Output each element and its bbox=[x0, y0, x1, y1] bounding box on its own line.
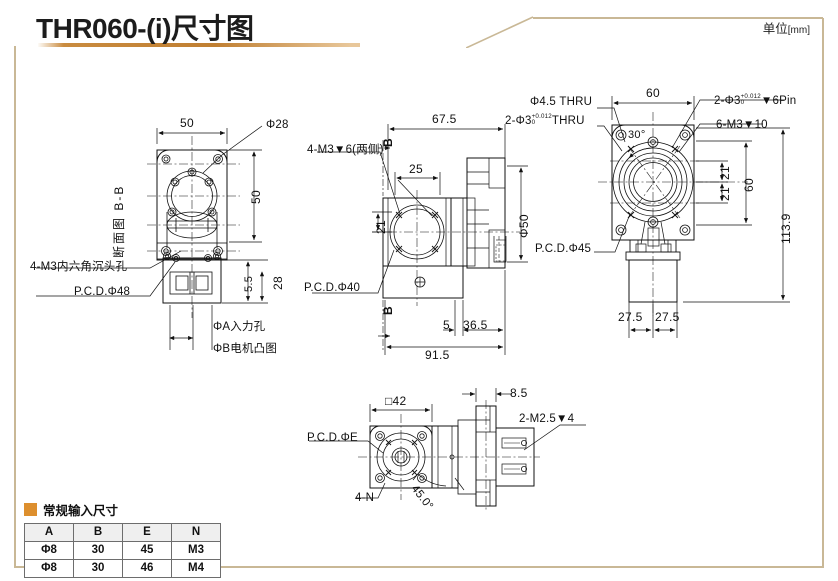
bottom-dim-sq42: □42 bbox=[385, 394, 407, 408]
spec-table: A B E N Φ8 30 45 M3 Φ8 30 46 M4 bbox=[24, 523, 221, 578]
left-view-dimensions bbox=[36, 125, 268, 350]
spec-table-wrap: 常规输入尺寸 A B E N Φ8 30 45 M3 Φ8 bbox=[24, 500, 221, 578]
left-dim-width-50: 50 bbox=[180, 116, 194, 130]
mid-dim-25: 25 bbox=[409, 162, 423, 176]
frame-left-border bbox=[14, 46, 16, 566]
left-callout-input-hole: ΦA入力孔 bbox=[213, 321, 266, 333]
pin-tol-upper: +0.012 bbox=[740, 93, 761, 100]
frame-right-border bbox=[822, 18, 824, 567]
cell-e: 45 bbox=[122, 541, 172, 560]
right-callout-2-phi3-prefix: 2-Φ3 bbox=[505, 115, 532, 128]
cell-n: M3 bbox=[171, 541, 221, 560]
cell-b: 30 bbox=[73, 559, 123, 578]
right-dim-21-bottom: 21 bbox=[718, 187, 732, 201]
unit-prefix: 单位 bbox=[762, 22, 788, 36]
col-header-b: B bbox=[73, 523, 123, 542]
frame-diagonal-accent bbox=[466, 16, 534, 48]
cell-n: M4 bbox=[171, 559, 221, 578]
right-callout-pin-suffix: ▼6Pin bbox=[760, 95, 797, 108]
left-callout-motor-boss: ΦB电机凸图 bbox=[213, 343, 278, 355]
mid-section-mark-bottom: B bbox=[381, 306, 395, 315]
cell-e: 46 bbox=[122, 559, 172, 578]
frame-bottom-border bbox=[14, 566, 824, 568]
col-header-a: A bbox=[24, 523, 74, 542]
mid-dim-36-5: 36.5 bbox=[463, 318, 488, 332]
pin-tol-lower: 0 bbox=[740, 99, 745, 107]
cell-a: Φ8 bbox=[24, 559, 74, 578]
left-dim-height-50: 50 bbox=[249, 190, 263, 204]
left-dim-5-5: 5.5 bbox=[243, 275, 255, 292]
right-dim-21-top: 21 bbox=[718, 166, 732, 180]
middle-view-geometry bbox=[382, 157, 507, 299]
mid-dim-21: 21 bbox=[374, 220, 388, 234]
table-row: Φ8 30 46 M4 bbox=[24, 559, 221, 578]
unit-label: 单位[mm] bbox=[763, 18, 810, 37]
tol-upper: +0.012 bbox=[531, 113, 552, 120]
right-callout-pcd45: P.C.D.Φ45 bbox=[535, 243, 592, 255]
right-dim-angle-30: 30° bbox=[628, 129, 646, 141]
right-view-centerlines bbox=[598, 112, 748, 316]
mid-dim-dia50: Φ50 bbox=[517, 214, 531, 238]
bottom-dim-8-5: 8.5 bbox=[510, 386, 528, 400]
right-callout-pin-prefix: 2-Φ3 bbox=[714, 95, 741, 108]
cell-a: Φ8 bbox=[24, 541, 74, 560]
unit-value: [mm] bbox=[787, 25, 810, 36]
col-header-n: N bbox=[171, 523, 221, 542]
middle-view-centerlines bbox=[372, 190, 520, 306]
right-dim-60-height: 60 bbox=[742, 178, 756, 192]
spec-table-title: 常规输入尺寸 bbox=[43, 504, 119, 518]
left-callout-countersink: 4-M3内六角沉头孔 bbox=[30, 261, 128, 273]
bottom-view-dimensions bbox=[309, 388, 586, 499]
bottom-callout-tap-2-m25: 2-M2.5▼4 bbox=[519, 413, 575, 425]
right-dim-60-width: 60 bbox=[646, 86, 660, 100]
right-callout-tap-6-m3: 6-M3▼10 bbox=[716, 119, 768, 131]
mid-dim-91-5: 91.5 bbox=[425, 348, 450, 362]
left-view-centerlines bbox=[147, 136, 240, 318]
tol-lower: 0 bbox=[531, 119, 536, 127]
left-section-label: 断面图 B-B bbox=[112, 184, 126, 258]
right-dim-113-9: 113.9 bbox=[779, 213, 793, 244]
bottom-view-centerlines bbox=[358, 400, 540, 512]
frame-top-border bbox=[533, 17, 823, 19]
mid-callout-pcd40: P.C.D.Φ40 bbox=[304, 282, 361, 294]
table-row: Φ8 30 45 M3 bbox=[24, 541, 221, 560]
title-underline bbox=[38, 43, 360, 47]
right-dim-27-5-right: 27.5 bbox=[655, 310, 680, 324]
bottom-callout-4-n: 4-N bbox=[355, 492, 375, 504]
right-dim-27-5-left: 27.5 bbox=[618, 310, 643, 324]
left-callout-dia28: Φ28 bbox=[266, 119, 289, 131]
mid-callout-tap-m3: 4-M3▼6(两侧) bbox=[307, 144, 384, 156]
right-callout-2-phi3-suffix: THRU bbox=[551, 115, 585, 128]
bottom-callout-pcd-e: P.C.D.ΦE bbox=[307, 432, 358, 444]
right-callout-thru-4-5: Φ4.5 THRU bbox=[530, 96, 593, 108]
right-view-dimensions bbox=[594, 96, 790, 338]
bottom-view-geometry bbox=[369, 405, 535, 507]
middle-view-dimensions bbox=[312, 124, 528, 355]
spec-table-header: 常规输入尺寸 bbox=[24, 500, 221, 519]
table-header-row: A B E N bbox=[24, 523, 221, 542]
mid-dim-67-5: 67.5 bbox=[432, 112, 457, 126]
orange-square-icon bbox=[24, 503, 37, 516]
page-title: THR060-(i)尺寸图 bbox=[36, 13, 254, 44]
mid-dim-5: 5 bbox=[443, 318, 450, 332]
cell-b: 30 bbox=[73, 541, 123, 560]
left-callout-pcd48: P.C.D.Φ48 bbox=[74, 286, 131, 298]
col-header-e: E bbox=[122, 523, 172, 542]
left-dim-28: 28 bbox=[271, 276, 285, 290]
